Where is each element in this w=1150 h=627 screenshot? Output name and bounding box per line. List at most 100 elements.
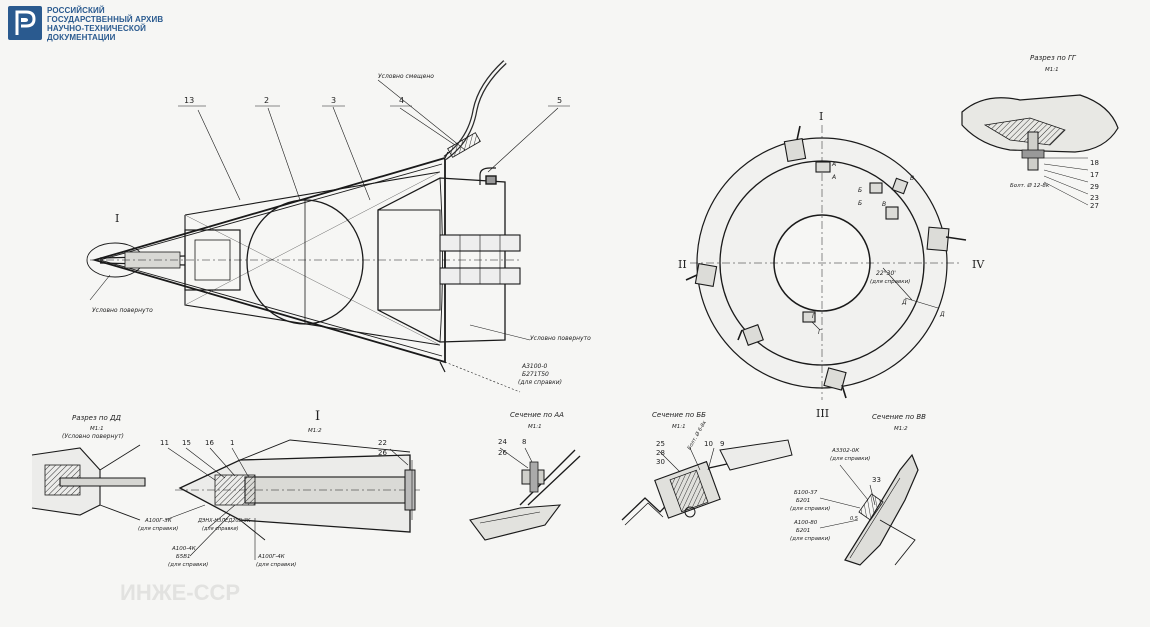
vv-note-7: Б201 (796, 528, 810, 534)
detail-i-note-4: (для справки) (202, 526, 239, 532)
detail-mark-i: I (115, 212, 119, 225)
vv-note-3: Б100-37 (794, 490, 818, 496)
callout-9: 9 (720, 440, 724, 448)
note-cond-rotated-2: Условно повернуто (530, 335, 591, 342)
section-letter-b: Б (858, 187, 862, 194)
section-dd-scale: М1:1 (90, 426, 104, 432)
section-dd (31, 444, 146, 521)
detail-i-scale: М1:2 (308, 428, 322, 434)
logo-line: ГОСУДАРСТВЕННЫЙ АРХИВ (47, 15, 164, 24)
vv-note-4: Б201 (796, 498, 810, 504)
section-dd-note: (Условно повернут) (62, 433, 124, 440)
callout-24: 24 (498, 438, 507, 446)
note-cond-rotated: Условно повернуто (92, 307, 153, 314)
main-cone-view (86, 60, 570, 393)
archive-logo-icon (8, 6, 42, 40)
note-ref-tag: (для справки) (518, 379, 562, 386)
detail-i (164, 439, 420, 560)
section-bb-labels: Сечение по ББ М1:1 25 28 30 10 9 Болт. Ø… (652, 411, 724, 466)
vv-note-8: (для справки) (790, 536, 830, 542)
section-dd-labels: Разрез по ДД М1:1 (Условно повернут) (62, 414, 124, 440)
section-letter-b2: Б (858, 200, 862, 207)
callout-30: 30 (656, 458, 665, 466)
main-view-labels: 13 2 3 4 5 I Условно смещено Условно пов… (92, 73, 591, 386)
ghost-stamp: ИНЖЕ-ССР (120, 580, 240, 605)
section-letter-v2: В (882, 201, 886, 208)
section-letter-g2: Г (818, 329, 822, 336)
callout-27: 27 (1090, 202, 1099, 210)
vv-note-5: (для справки) (790, 506, 830, 512)
section-vv (819, 453, 919, 566)
section-letter-d: Д (901, 299, 907, 306)
detail-i-note-8: А100Г-4К (257, 554, 286, 560)
detail-i-note-5: А100-4К (171, 546, 197, 552)
callout-22: 22 (378, 439, 387, 447)
vv-note-1: А3302-0К (831, 448, 860, 454)
callout-4: 4 (399, 96, 404, 105)
callout-26: 26 (378, 449, 387, 457)
vv-note-6: А100-80 (793, 520, 818, 526)
detail-i-note-7: (для справки) (168, 562, 208, 568)
callout-17: 17 (1090, 171, 1099, 179)
section-vv-scale: М1:2 (894, 426, 908, 432)
callout-15: 15 (182, 439, 191, 447)
angle-note: 22°30' (876, 270, 896, 277)
plan-mark-ii: II (678, 258, 687, 271)
callout-11: 11 (160, 439, 169, 447)
note-cond-shifted: Условно смещено (378, 73, 434, 80)
section-letter-d2: Д (939, 311, 945, 318)
section-bb (621, 439, 793, 526)
callout-28: 28 (656, 449, 665, 457)
section-letter-g: Г (812, 313, 816, 320)
logo-line: НАУЧНО-ТЕХНИЧЕСКОЙ (47, 24, 146, 33)
detail-i-note-1: А100Г-3К (144, 518, 173, 524)
section-bb-scale: М1:1 (672, 424, 686, 430)
plan-mark-i: I (819, 110, 823, 123)
section-gg-scale: М1:1 (1045, 67, 1059, 73)
section-bb-title: Сечение по ББ (652, 411, 706, 419)
section-aa-title: Сечение по АА (510, 411, 564, 419)
section-gg-labels: Разрез по ГГ М1:1 18 17 29 23 27 Болт. Ø… (1010, 54, 1099, 210)
callout-16: 16 (205, 439, 214, 447)
angle-tag: (для справки) (870, 279, 910, 285)
vv-note-9: 0.5 (850, 516, 858, 522)
section-letter-a2: А (831, 174, 836, 181)
detail-i-title: I (315, 409, 320, 424)
section-aa-labels: Сечение по АА М1:1 24 26 8 (498, 411, 564, 457)
section-dd-title: Разрез по ДД (72, 414, 121, 422)
callout-5: 5 (557, 96, 562, 105)
archive-logo-text: РОССИЙСКИЙ ГОСУДАРСТВЕННЫЙ АРХИВ НАУЧНО-… (47, 6, 163, 42)
section-vv-title: Сечение по ВВ (872, 413, 926, 421)
section-gg-title: Разрез по ГГ (1030, 54, 1077, 62)
section-gg (961, 94, 1119, 206)
bolt-note-gg: Болт. Ø 12-8к (1010, 182, 1050, 189)
section-letter-a: А (831, 161, 836, 168)
callout-23: 23 (1090, 194, 1099, 202)
callout-18: 18 (1090, 159, 1099, 167)
section-letter-v: В (910, 175, 914, 182)
callout-8: 8 (522, 438, 526, 446)
plan-view (685, 125, 967, 400)
callout-2: 2 (264, 96, 269, 105)
note-ref-code-2: Б271Т50 (522, 371, 549, 378)
section-aa-scale: М1:1 (528, 424, 542, 430)
callout-26-aa: 26 (498, 449, 507, 457)
logo-line: РОССИЙСКИЙ (47, 6, 105, 15)
callout-3: 3 (331, 96, 336, 105)
callout-33: 33 (872, 476, 881, 484)
detail-i-note-9: (для справки) (256, 562, 296, 568)
plan-mark-iv: IV (972, 258, 985, 271)
callout-1: 1 (230, 439, 234, 447)
detail-i-note-2: (для справки) (138, 526, 178, 532)
callout-25: 25 (656, 440, 665, 448)
detail-i-note-6: Б5В1 (176, 554, 191, 560)
detail-i-note-3: ДЭНХ-Н3ЛЕД20В-3К (197, 518, 251, 524)
callout-29: 29 (1090, 183, 1099, 191)
plan-view-labels: I II III IV А А Б Б В В Г Г Д Д 22°30' (… (678, 110, 985, 420)
detail-i-labels: I М1:2 11 15 16 1 22 26 А100Г-3К (для сп… (138, 409, 387, 568)
logo-line: ДОКУМЕНТАЦИИ (47, 33, 116, 42)
plan-mark-iii: III (816, 407, 829, 420)
callout-13: 13 (184, 96, 194, 105)
